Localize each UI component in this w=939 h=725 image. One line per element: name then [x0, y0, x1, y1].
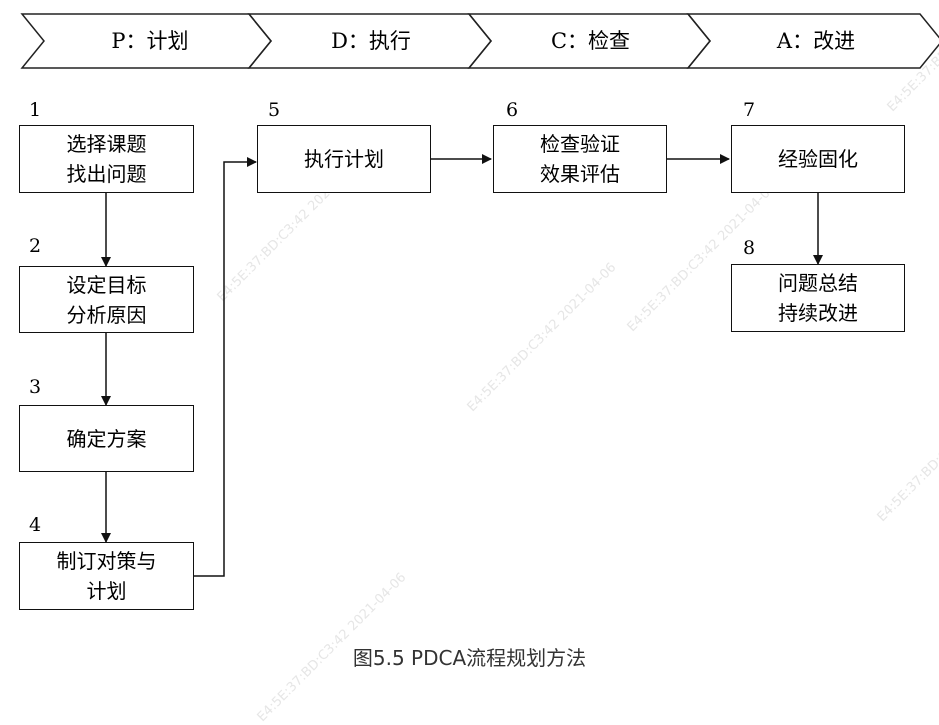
step-number: 6 — [506, 99, 519, 121]
step-box-summarize-improve: 问题总结 持续改进 — [731, 264, 905, 332]
phase-chevron-act — [686, 13, 939, 69]
step-box-check-verify: 检查验证 效果评估 — [493, 125, 667, 193]
step-box-select-topic: 选择课题 找出问题 — [19, 125, 194, 193]
step-box-line: 分析原因 — [66, 302, 147, 327]
step-number: 1 — [29, 99, 42, 121]
figure-caption: 图5.5 PDCA流程规划方法 — [352, 646, 587, 670]
pdca-diagram: E4:5E:37:BD:C3:42 2021-04-06 E4:5E:37:BD… — [19, 0, 939, 725]
step-box-line: 问题总结 — [778, 271, 858, 295]
step-number: 7 — [743, 99, 756, 121]
step-box-line: 检查验证 — [540, 132, 620, 156]
step-box-line: 持续改进 — [778, 301, 858, 325]
step-number: 8 — [743, 237, 756, 259]
step-box-line: 选择课题 — [66, 132, 147, 156]
step-box-execute-plan: 执行计划 — [257, 125, 431, 193]
phase-label-do: D：执行 — [331, 29, 411, 53]
step-box-line: 制订对策与 — [56, 549, 157, 573]
step-number: 2 — [29, 235, 42, 257]
step-box-set-goal: 设定目标 分析原因 — [19, 266, 194, 333]
phase-label-check: C：检查 — [550, 29, 631, 53]
step-box-line: 设定目标 — [66, 272, 147, 297]
step-number: 3 — [29, 376, 42, 398]
step-box-solidify-experience: 经验固化 — [731, 125, 905, 193]
step-box-line: 找出问题 — [66, 162, 147, 186]
phase-label-plan: P：计划 — [111, 29, 189, 53]
step-box-line: 经验固化 — [778, 147, 858, 171]
arrow-4-to-5 — [194, 157, 257, 577]
diagram-lines — [20, 13, 939, 577]
step-box-formulate-measures: 制订对策与 计划 — [19, 542, 194, 610]
phase-label-act: A：改进 — [776, 29, 856, 53]
step-number: 5 — [268, 99, 281, 121]
step-box-determine-plan: 确定方案 — [19, 405, 194, 472]
step-box-line: 执行计划 — [304, 147, 384, 171]
step-box-line: 效果评估 — [540, 162, 620, 186]
step-number: 4 — [29, 514, 42, 536]
step-box-line: 计划 — [86, 579, 127, 603]
step-box-line: 确定方案 — [66, 426, 147, 451]
